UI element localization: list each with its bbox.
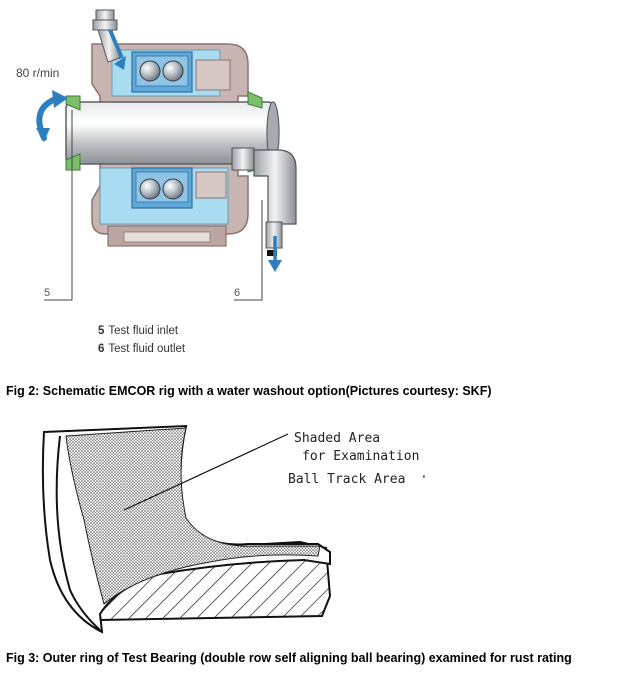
speed-label: 80 r/min <box>16 66 59 80</box>
outlet-drip <box>267 250 277 256</box>
base-slot <box>123 231 211 243</box>
upper-ball-1 <box>139 60 161 82</box>
annotation-leader <box>123 433 289 511</box>
seal-left <box>65 95 81 171</box>
fig3-caption: Fig 3: Outer ring of Test Bearing (doubl… <box>6 651 572 665</box>
callout-5-number: 5 <box>44 287 50 299</box>
ball-track-shaded-area <box>65 427 321 605</box>
rotation-arrow <box>36 90 68 142</box>
outlet-flow-arrow <box>268 260 282 272</box>
housing-shoulder-bottom <box>195 171 227 199</box>
housing-shoulder-top <box>195 59 231 91</box>
upper-ball-2 <box>162 60 184 82</box>
ring-inner-rim <box>55 435 101 631</box>
callout-6-leader <box>234 200 263 301</box>
lower-ball-1 <box>139 178 161 200</box>
fig2-caption: Fig 2: Schematic EMCOR rig with a water … <box>6 384 492 398</box>
callout-5-leader <box>44 110 73 301</box>
annotation-line-2: for Examination <box>302 449 419 464</box>
emcor-rig-diagram: 80 r/min 5 6 <box>16 9 297 301</box>
fluid-inlet-fitting <box>92 9 126 70</box>
inlet-flow-arrow <box>114 56 126 70</box>
fluid-outlet-fitting <box>231 147 297 272</box>
callout-6-number: 6 <box>234 287 240 299</box>
annotation-dot: · <box>420 470 428 485</box>
lower-ball-2 <box>162 178 184 200</box>
annotation-line-1: Shaded Area <box>294 431 380 446</box>
outer-ring-diagram: Shaded Area for Examination Ball Track A… <box>41 424 428 634</box>
annotation-line-3: Ball Track Area <box>288 472 405 487</box>
